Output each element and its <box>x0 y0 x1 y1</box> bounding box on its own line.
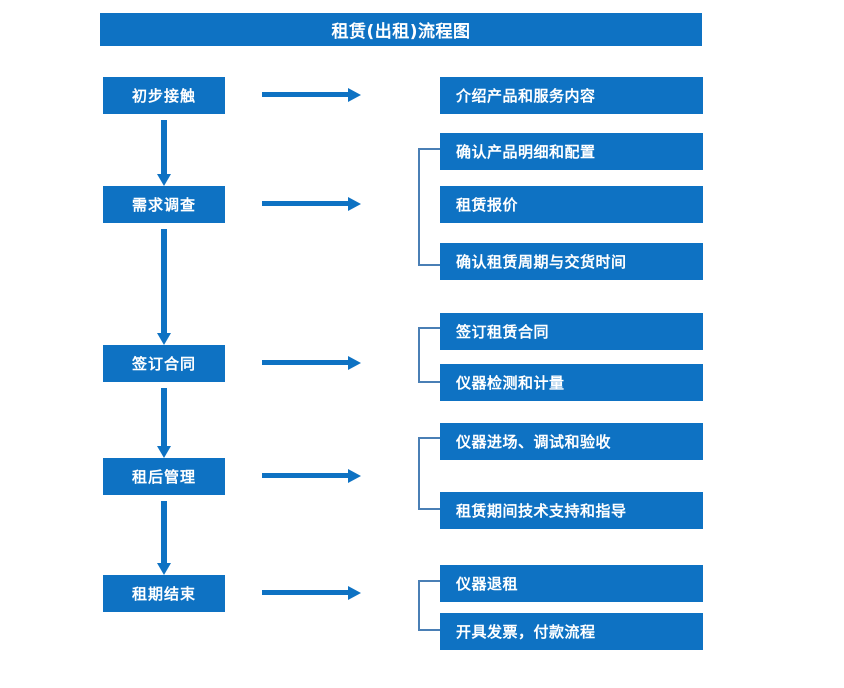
detail-box-confirm-rental-period[interactable]: 确认租赁周期与交货时间 <box>440 243 703 280</box>
horizontal-arrow-icon-5 <box>262 586 361 600</box>
detail-box-introduce-products[interactable]: 介绍产品和服务内容 <box>440 77 703 114</box>
stage-box-initial-contact[interactable]: 初步接触 <box>103 77 225 114</box>
horizontal-arrow-icon-1 <box>262 88 361 102</box>
page-title: 租赁(出租)流程图 <box>100 13 702 46</box>
group-bracket-needs-survey <box>418 148 440 266</box>
stage-box-post-rental-management[interactable]: 租后管理 <box>103 458 225 495</box>
horizontal-arrow-icon-4 <box>262 469 361 483</box>
detail-box-instrument-return[interactable]: 仪器退租 <box>440 565 703 602</box>
detail-box-technical-support[interactable]: 租赁期间技术支持和指导 <box>440 492 703 529</box>
detail-box-instrument-onsite-commissioning[interactable]: 仪器进场、调试和验收 <box>440 423 703 460</box>
vertical-arrow-icon-1 <box>157 120 171 186</box>
stage-box-needs-survey[interactable]: 需求调查 <box>103 186 225 223</box>
detail-box-confirm-product-details[interactable]: 确认产品明细和配置 <box>440 133 703 170</box>
detail-box-rental-quotation[interactable]: 租赁报价 <box>440 186 703 223</box>
detail-box-instrument-inspection[interactable]: 仪器检测和计量 <box>440 364 703 401</box>
vertical-arrow-icon-4 <box>157 501 171 575</box>
detail-box-sign-rental-contract[interactable]: 签订租赁合同 <box>440 313 703 350</box>
group-bracket-rental-end <box>418 580 440 631</box>
vertical-arrow-icon-2 <box>157 229 171 345</box>
stage-box-rental-end[interactable]: 租期结束 <box>103 575 225 612</box>
detail-box-invoice-payment[interactable]: 开具发票，付款流程 <box>440 613 703 650</box>
horizontal-arrow-icon-3 <box>262 356 361 370</box>
group-bracket-post-rental <box>418 437 440 510</box>
vertical-arrow-icon-3 <box>157 388 171 458</box>
stage-box-sign-contract[interactable]: 签订合同 <box>103 345 225 382</box>
horizontal-arrow-icon-2 <box>262 197 361 211</box>
group-bracket-sign-contract <box>418 327 440 383</box>
